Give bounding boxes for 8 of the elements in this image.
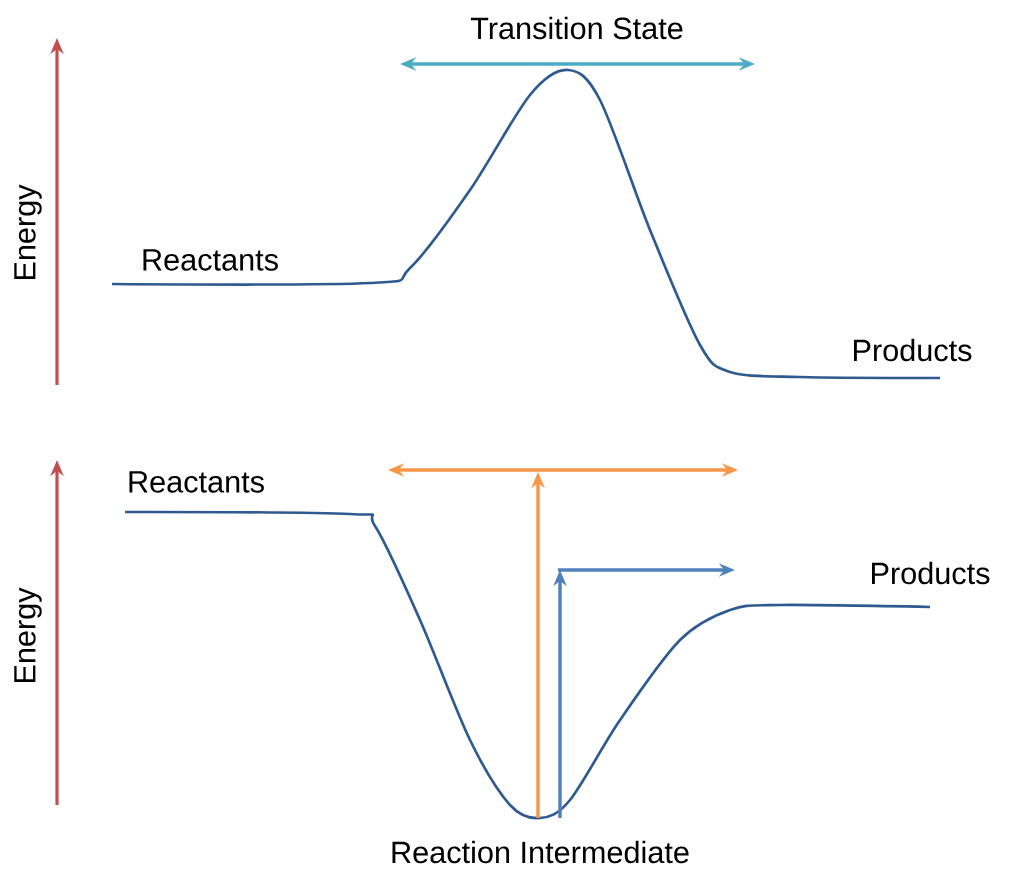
axis-label: Energy <box>14 184 42 280</box>
curve-label: Reactants <box>129 471 264 493</box>
curve-label: Products <box>872 561 990 585</box>
curve-label: Reactants <box>143 249 278 271</box>
curve-label: Transition State <box>470 16 683 40</box>
curve-label: Products <box>854 338 972 362</box>
axis-label: Energy <box>14 587 42 683</box>
curve-label: Reaction Intermediate <box>392 840 689 864</box>
